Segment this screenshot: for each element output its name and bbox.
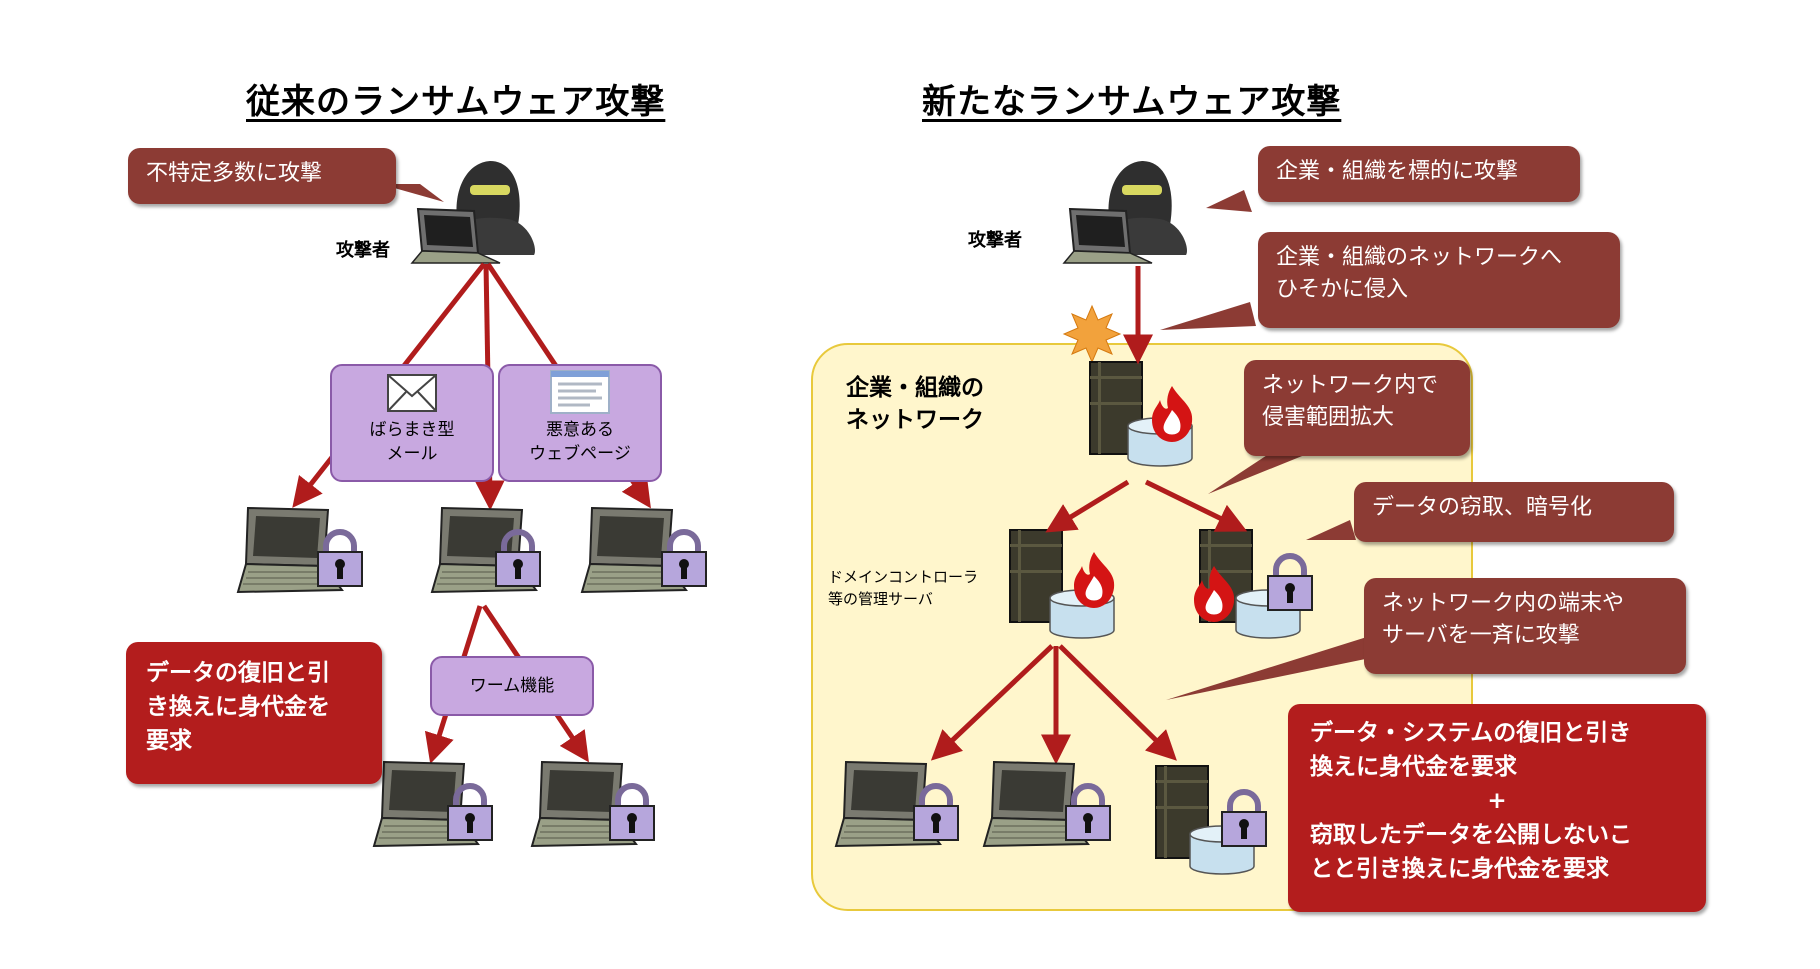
left-attacker-label: 攻撃者: [336, 240, 390, 261]
callout-intrude: 企業・組織のネットワークへ ひそかに侵入: [1258, 232, 1620, 328]
callout-indiscriminate: 不特定多数に攻撃: [128, 148, 396, 204]
callout-intrude-line1: 企業・組織のネットワークへ: [1276, 245, 1563, 270]
callout-targeted: 企業・組織を標的に攻撃: [1258, 146, 1580, 202]
left-title: 従来のランサムウェア攻撃: [246, 82, 666, 122]
box-malicious-web-line1: 悪意ある: [546, 420, 614, 440]
callout-right-ransom: データ・システムの復旧と引き 換えに身代金を要求 + 窃取したデータを公開しない…: [1288, 704, 1706, 912]
callout-right-ransom-line5: とと引き換えに身代金を要求: [1310, 856, 1609, 882]
callout-left-ransom-line3: 要求: [146, 728, 192, 754]
callout-right-ransom-line4: 窃取したデータを公開しないこ: [1310, 822, 1632, 848]
lock-icon: [448, 786, 492, 840]
callout-left-ransom-line2: き換えに身代金を: [146, 694, 330, 720]
network-label-line2: ネットワーク: [846, 407, 984, 433]
box-spam-mail-line2: メール: [386, 444, 438, 464]
callout-right-ransom-line2: 換えに身代金を要求: [1310, 754, 1517, 780]
box-malicious-web-line2: ウェブページ: [529, 444, 631, 464]
callout-expand-line1: ネットワーク内で: [1262, 373, 1439, 398]
callout-steal: データの窃取、暗号化: [1354, 482, 1674, 542]
callout-expand-line2: 侵害範囲拡大: [1262, 405, 1395, 430]
callout-indiscriminate-text: 不特定多数に攻撃: [146, 161, 323, 186]
domain-controller-label-line1: ドメインコントローラ: [828, 568, 979, 586]
box-spam-mail-line1: ばらまき型: [369, 420, 455, 440]
lock-icon: [662, 532, 706, 586]
callout-mass-attack-line2: サーバを一斉に攻撃: [1382, 623, 1580, 648]
lock-icon: [318, 532, 362, 586]
callout-mass-attack: ネットワーク内の端末や サーバを一斉に攻撃: [1364, 578, 1686, 674]
network-label-line1: 企業・組織の: [846, 375, 984, 401]
callout-mass-attack-line1: ネットワーク内の端末や: [1382, 591, 1625, 616]
intrusion-burst-icon: [1062, 304, 1122, 364]
callout-pointers: [380, 184, 1380, 700]
domain-controller-label-line2: 等の管理サーバ: [828, 590, 933, 608]
callout-left-ransom: データの復旧と引 き換えに身代金を 要求: [126, 642, 382, 784]
right-title: 新たなランサムウェア攻撃: [922, 82, 1342, 122]
box-spam-mail: ばらまき型 メール: [330, 364, 494, 482]
box-malicious-web: 悪意ある ウェブページ: [498, 364, 662, 482]
callout-steal-text: データの窃取、暗号化: [1372, 495, 1593, 520]
network-label: 企業・組織の ネットワーク: [846, 372, 984, 436]
lock-icon: [610, 786, 654, 840]
callout-left-ransom-line1: データの復旧と引: [146, 660, 330, 686]
box-worm-text: ワーム機能: [469, 676, 555, 696]
callout-targeted-text: 企業・組織を標的に攻撃: [1276, 159, 1519, 184]
domain-controller-label: ドメインコントローラ 等の管理サーバ: [828, 566, 978, 610]
right-attack-arrows: [930, 266, 1248, 765]
webpage-icon: [550, 370, 610, 414]
callout-expand: ネットワーク内で 侵害範囲拡大: [1244, 360, 1470, 456]
mail-icon: [387, 374, 437, 412]
right-attacker-label: 攻撃者: [968, 230, 1022, 251]
box-worm: ワーム機能: [430, 656, 594, 716]
callout-intrude-line2: ひそかに侵入: [1276, 277, 1409, 302]
callout-right-ransom-line1: データ・システムの復旧と引き: [1310, 720, 1632, 746]
callout-right-ransom-plus: +: [1487, 788, 1507, 814]
